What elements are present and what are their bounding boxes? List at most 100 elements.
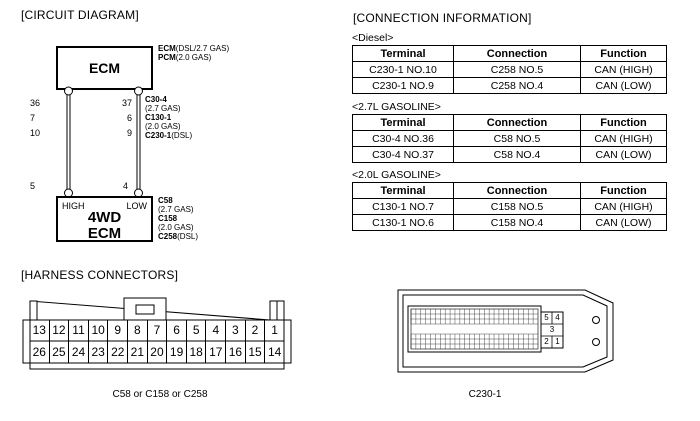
pin-cell: 11 <box>68 320 88 341</box>
pin-cell: 26 <box>32 345 46 359</box>
table-row: C230-1 NO.9 C258 NO.4 CAN (LOW) <box>352 77 667 94</box>
pin-cell: 5 <box>185 320 206 341</box>
4wd-ecm-label-line1: 4WD <box>87 209 122 226</box>
pin-cell: 25 <box>48 341 69 363</box>
table-cell: CAN (LOW) <box>580 146 667 163</box>
connector-26pin-grid: 13 12 11 10 9 8 7 6 5 4 3 2 1 26 25 24 2… <box>30 320 284 363</box>
header-terminal: Terminal <box>352 182 454 199</box>
pin-cell: 1 <box>264 320 284 341</box>
ecm-pin-right-node <box>134 86 143 96</box>
pin-4-label: 4 <box>123 181 129 191</box>
ecm-box: ECM <box>56 46 153 90</box>
table-cell: C258 NO.4 <box>453 77 581 94</box>
ecm-pin-left-node <box>64 86 73 96</box>
table-cell: C130-1 NO.6 <box>352 214 454 231</box>
pin-number: 9 <box>126 128 132 138</box>
ecm-connector-labels: C30-4 (2.7 GAS) C130-1 (2.0 GAS) C230-1(… <box>145 95 192 140</box>
pin-cell: 9 <box>107 320 127 341</box>
connector-label: C130-1 <box>145 113 172 122</box>
pin-number: 7 <box>30 113 36 123</box>
diesel-connection-table: Terminal Connection Function C230-1 NO.1… <box>352 45 667 94</box>
ecm-note-bold: ECM <box>158 44 176 53</box>
table-cell: CAN (LOW) <box>580 77 667 94</box>
table-row: C230-1 NO.10 C258 NO.5 CAN (HIGH) <box>352 61 667 78</box>
pin-cell: 15 <box>244 341 265 363</box>
pin-cell: 1 <box>555 337 560 346</box>
gasoline-27-group-label: <2.7L GASOLINE> <box>352 101 441 113</box>
table-cell: C158 NO.4 <box>453 214 581 231</box>
table-cell: CAN (HIGH) <box>580 198 667 215</box>
pin-cell: 16 <box>225 341 245 363</box>
pin-cell: 2 <box>544 337 549 346</box>
ecm-box-label: ECM <box>88 60 121 76</box>
4wd-ecm-label-line2: ECM <box>87 225 122 242</box>
gasoline-27-connection-table: Terminal Connection Function C30-4 NO.36… <box>352 114 667 163</box>
pin-cell: 6 <box>166 320 186 341</box>
pcm-note: (2.0 GAS) <box>175 53 212 62</box>
gasoline-20-group-label: <2.0L GASOLINE> <box>352 169 441 181</box>
pin-cell: 14 <box>264 341 284 363</box>
pin-cell: 22 <box>107 341 127 363</box>
connector-note: (DSL) <box>177 232 199 241</box>
gasoline-20-connection-table: Terminal Connection Function C130-1 NO.7… <box>352 182 667 231</box>
right-pin-numbers: 37 6 9 <box>120 96 132 141</box>
connector-label: C158 <box>158 214 178 223</box>
table-row: C130-1 NO.7 C158 NO.5 CAN (HIGH) <box>352 198 667 215</box>
pin-cell: 3 <box>225 320 245 341</box>
ecm-note: (DSL/2.7 GAS) <box>175 44 230 53</box>
pin-cell: 12 <box>48 320 69 341</box>
connector-note: (2.7 GAS) <box>145 104 181 113</box>
table-row: C130-1 NO.6 C158 NO.4 CAN (LOW) <box>352 214 667 231</box>
connector-label: C258 <box>158 232 178 241</box>
table-row: C30-4 NO.37 C58 NO.4 CAN (LOW) <box>352 146 667 163</box>
pin-cell: 3 <box>549 325 555 334</box>
connector-label: C58 <box>158 196 173 205</box>
table-cell: C30-4 NO.37 <box>352 146 454 163</box>
connector-label: C230-1 <box>145 131 172 140</box>
pin-cell: 5 <box>544 313 549 322</box>
pin-cell: 19 <box>166 341 186 363</box>
connector-26pin-top-row: 13 12 11 10 9 8 7 6 5 4 3 2 1 <box>30 320 284 341</box>
pin-number: 10 <box>30 128 41 138</box>
table-cell: CAN (HIGH) <box>580 130 667 147</box>
pin-cell: 24 <box>68 341 88 363</box>
connector-note: (2.0 GAS) <box>158 223 194 232</box>
pin-number: 36 <box>30 98 41 108</box>
diesel-group-label: <Diesel> <box>352 32 394 44</box>
connector-note: (2.7 GAS) <box>158 205 194 214</box>
table-cell: C230-1 NO.9 <box>352 77 454 94</box>
4wd-ecm-box: HIGH LOW 4WD ECM <box>56 196 153 242</box>
pin-5-label: 5 <box>30 181 36 191</box>
ecm-connector-side-pins: 5 4 3 2 1 <box>541 312 563 348</box>
pin-number: 37 <box>121 98 132 108</box>
pin-cell: 17 <box>205 341 225 363</box>
connector-26pin-bottom-row: 26 25 24 23 22 21 20 19 18 17 16 15 14 <box>30 341 284 363</box>
pin-number: 6 <box>126 113 132 123</box>
connection-info-title: [CONNECTION INFORMATION] <box>353 11 532 25</box>
high-label: HIGH <box>62 201 85 211</box>
table-header-row: Terminal Connection Function <box>352 45 667 62</box>
connector-label: C30-4 <box>145 95 167 104</box>
ecm-variant-note: ECM(DSL/2.7 GAS) PCM(2.0 GAS) <box>158 44 229 62</box>
pin-cell: 4 <box>555 313 560 322</box>
connector-note: (2.0 GAS) <box>145 122 181 131</box>
connector-note: (DSL) <box>171 131 193 140</box>
pin-cell: 7 <box>146 320 167 341</box>
low-label: LOW <box>126 201 147 211</box>
ecm-connector-caption: C230-1 <box>468 389 502 400</box>
pin-cell: 18 <box>185 341 206 363</box>
4wd-connector-labels: C58 (2.7 GAS) C158 (2.0 GAS) C258(DSL) <box>158 196 198 241</box>
table-cell: C58 NO.4 <box>453 146 581 163</box>
pin-cell: 21 <box>127 341 147 363</box>
pin-cell: 20 <box>146 341 167 363</box>
circuit-diagram-title: [CIRCUIT DIAGRAM] <box>21 8 139 22</box>
left-pin-numbers: 36 7 10 <box>30 96 40 141</box>
pin-cell: 4 <box>205 320 225 341</box>
table-header-row: Terminal Connection Function <box>352 182 667 199</box>
pin-cell: 8 <box>127 320 147 341</box>
pin-cell: 23 <box>87 341 108 363</box>
harness-connectors-title: [HARNESS CONNECTORS] <box>21 268 179 282</box>
